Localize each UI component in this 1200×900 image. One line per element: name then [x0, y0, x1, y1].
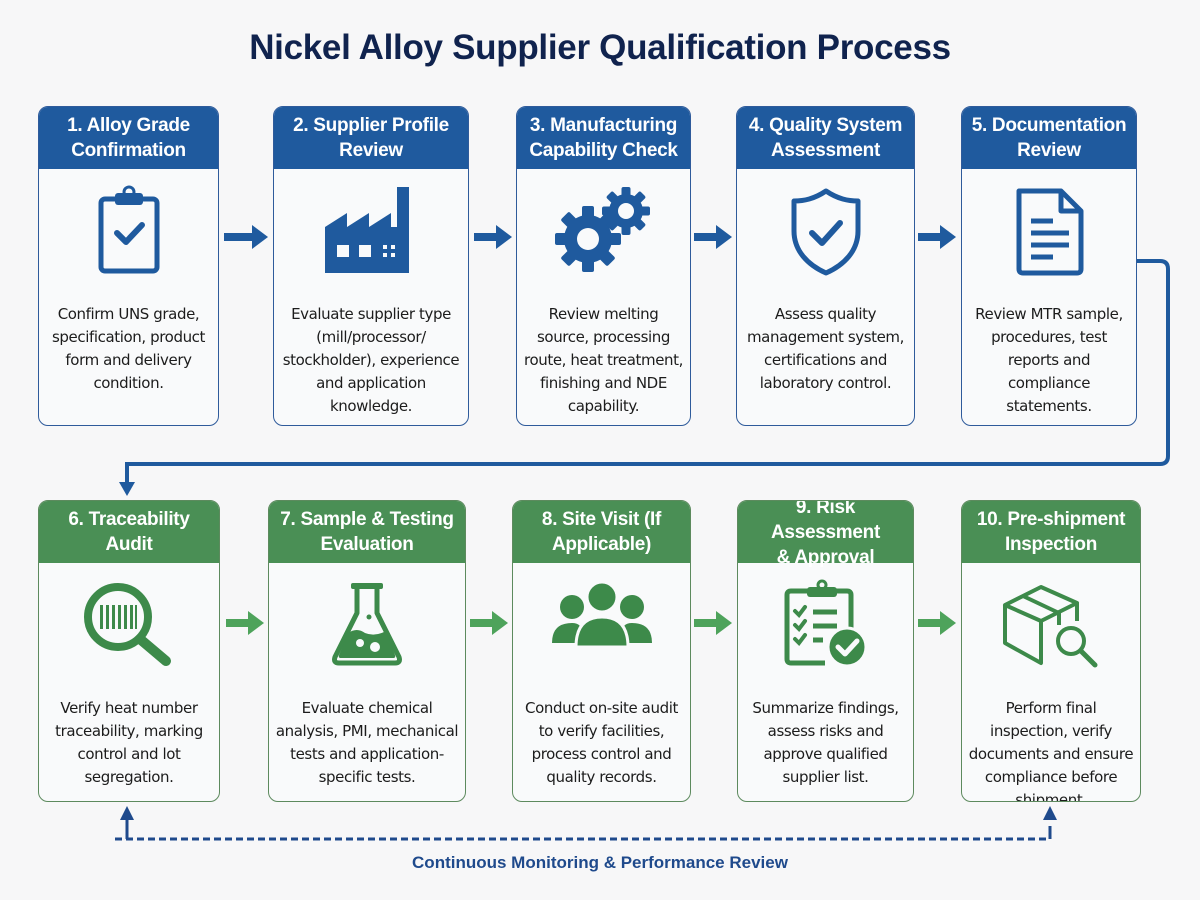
step-title-line: Applicable)	[551, 534, 652, 555]
step-description: Conduct on-site audit to verify faciliti…	[525, 699, 678, 786]
box-inspection-icon	[962, 581, 1140, 671]
arrow-right-icon	[918, 225, 956, 249]
step-title-line: Review	[339, 140, 403, 161]
step-title-line: 9. Risk Assessment	[771, 500, 880, 543]
step-description: Review MTR sample, procedures, test repo…	[975, 305, 1123, 415]
arrow-right-icon	[226, 611, 264, 635]
step-description: Summarize findings, assess risks and app…	[752, 699, 899, 786]
arrow-right-icon	[474, 225, 512, 249]
gears-icon	[517, 187, 690, 277]
step-title-line: 6. Traceability	[68, 509, 190, 530]
step-title-line: 1. Alloy Grade	[67, 115, 190, 136]
step-title-line: Capability Check	[529, 140, 678, 161]
arrow-right-icon	[694, 611, 732, 635]
step-description: Confirm UNS grade, specification, produc…	[51, 305, 206, 392]
step-description: Review melting source, processing route,…	[524, 305, 683, 415]
step-title-line: Inspection	[1004, 534, 1097, 555]
step-title-line: Review	[1017, 140, 1081, 161]
step-title-line: 7. Sample & Testing	[280, 509, 454, 530]
arrow-right-icon	[224, 225, 268, 249]
clipboard-check-icon	[39, 185, 218, 277]
barcode-magnifier-icon	[39, 581, 219, 671]
step-title-line: 10. Pre-shipment	[976, 509, 1126, 530]
step-title-line: Evaluation	[320, 534, 414, 555]
step-title-line: 4. Quality System	[748, 115, 903, 136]
continuous-monitoring-label: Continuous Monitoring & Performance Revi…	[412, 853, 788, 872]
step-description: Perform final inspection, verify documen…	[968, 699, 1134, 802]
step-title-line: 8. Site Visit (If	[541, 509, 662, 530]
diagram-title: Nickel Alloy Supplier Qualification Proc…	[249, 28, 951, 67]
step-description: Verify heat number traceability, marking…	[55, 699, 203, 786]
document-icon	[962, 187, 1136, 277]
people-group-icon	[513, 580, 690, 671]
checklist-approved-icon	[738, 579, 913, 671]
step-description: Assess quality management system, certif…	[746, 305, 905, 392]
step-title-line: Assessment	[771, 140, 880, 161]
step-title-line: & Approval	[776, 546, 875, 568]
flask-icon	[269, 581, 465, 671]
step-card-9: 9. Risk Assessment & Approval Summarize f…	[737, 500, 914, 802]
arrow-right-icon	[470, 611, 508, 635]
step-title-line: Audit	[105, 534, 153, 555]
shield-check-icon	[737, 187, 914, 277]
step-title-line: 2. Supplier Profile	[293, 115, 449, 136]
arrow-right-icon	[694, 225, 732, 249]
step-header: 9. Risk Assessment & Approval	[738, 500, 913, 568]
factory-icon	[274, 187, 468, 277]
step-description: Evaluate chemical analysis, PMI, mechani…	[275, 699, 459, 786]
step-description: Evaluate supplier type (mill/processor/ …	[282, 305, 460, 415]
arrow-right-icon	[918, 611, 956, 635]
step-title-line: Confirmation	[71, 140, 186, 161]
step-title-line: 5. Documentation	[971, 115, 1127, 136]
step-title-line: 3. Manufacturing	[529, 115, 678, 136]
